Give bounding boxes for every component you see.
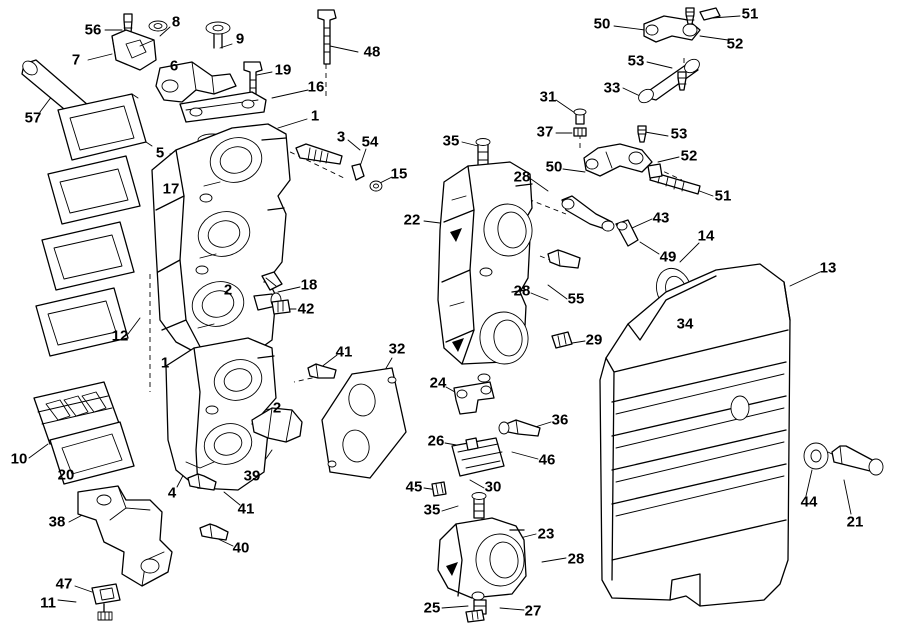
callout-56: 56 [84, 21, 102, 39]
callout-34: 34 [676, 315, 694, 333]
callout-33: 33 [603, 79, 621, 97]
part-22-throttle-body [437, 161, 533, 383]
callout-54: 54 [361, 133, 379, 151]
part-20-gasket [49, 421, 135, 485]
callout-1-upper: 1 [310, 107, 320, 125]
callout-36: 36 [551, 411, 569, 429]
part-47-clamp [91, 583, 121, 621]
callout-32: 32 [388, 340, 406, 358]
callout-47: 47 [55, 575, 73, 593]
callout-41-lower: 41 [237, 500, 255, 518]
callout-41-upper: 41 [335, 343, 353, 361]
callout-1-lower: 1 [160, 354, 170, 372]
part-24-bracket [453, 381, 495, 415]
callout-15: 15 [390, 165, 408, 183]
part-33-rod [638, 58, 700, 104]
callout-30: 30 [484, 478, 502, 496]
callout-49: 49 [659, 248, 677, 266]
callout-38: 38 [48, 513, 66, 531]
part-6-linkage [155, 61, 267, 123]
callout-50-lower: 50 [545, 158, 563, 176]
callout-55: 55 [567, 290, 585, 308]
callout-42: 42 [297, 300, 315, 318]
callout-12: 12 [111, 327, 129, 345]
callout-29: 29 [585, 331, 603, 349]
part-38-bracket [77, 485, 173, 587]
part-17-gaskets [35, 93, 153, 357]
callout-9: 9 [235, 30, 245, 48]
callout-35-lower: 35 [423, 501, 441, 519]
part-50-lever-lower [583, 125, 701, 195]
callout-37: 37 [536, 123, 554, 141]
callout-28-a: 28 [513, 168, 531, 186]
callout-40: 40 [232, 539, 250, 557]
callout-4: 4 [167, 484, 177, 502]
part-1-intake-manifold-lower [165, 337, 277, 491]
callout-53-lower: 53 [670, 125, 688, 143]
callout-48: 48 [363, 43, 381, 61]
part-1-intake-manifold-upper [151, 123, 291, 359]
callout-19: 19 [274, 61, 292, 79]
part-21-screw [831, 445, 884, 476]
fasteners-center-left [187, 143, 383, 541]
part-26-30-46-block [451, 437, 505, 477]
part-13-air-silencer-cover [599, 263, 791, 607]
fasteners-center [547, 195, 639, 349]
callout-17: 17 [162, 180, 180, 198]
callout-25: 25 [423, 599, 441, 617]
callout-13: 13 [819, 259, 837, 277]
callout-16: 16 [307, 78, 325, 96]
callout-51-lower: 51 [714, 187, 732, 205]
callout-44: 44 [800, 493, 818, 511]
callout-28-c: 28 [567, 550, 585, 568]
callout-23: 23 [537, 525, 555, 543]
callout-14: 14 [697, 227, 715, 245]
callout-31: 31 [539, 88, 557, 106]
callout-20: 20 [57, 466, 75, 484]
callout-45: 45 [405, 478, 423, 496]
callout-52-lower: 52 [680, 147, 698, 165]
callout-39: 39 [243, 467, 261, 485]
callout-43: 43 [652, 209, 670, 227]
callout-3: 3 [336, 128, 346, 146]
callout-35-upper: 35 [442, 132, 460, 150]
part-44-grommet [803, 442, 829, 470]
part-32-gasket [321, 367, 407, 479]
callout-28-b: 28 [513, 282, 531, 300]
callout-7: 7 [71, 51, 81, 69]
callout-27: 27 [524, 602, 542, 620]
part-50-lever-upper [643, 7, 721, 43]
callout-46: 46 [538, 451, 556, 469]
callout-21: 21 [846, 513, 864, 531]
part-35-stud-upper [475, 138, 491, 169]
part-36-bolt [498, 419, 541, 437]
part-35-stud-lower [471, 492, 487, 519]
part-39-hose [251, 407, 303, 443]
callout-2-lower: 2 [272, 399, 282, 417]
part-23-throttle-body [437, 517, 527, 623]
callout-22: 22 [403, 211, 421, 229]
callout-53-upper: 53 [627, 52, 645, 70]
callout-11: 11 [40, 594, 56, 612]
callout-10: 10 [10, 450, 28, 468]
callout-18: 18 [300, 276, 318, 294]
part-45-nut [431, 481, 447, 497]
callout-6: 6 [169, 57, 179, 75]
callout-51-upper: 51 [741, 5, 759, 23]
part-31-37-stud [573, 108, 587, 137]
callout-5: 5 [155, 144, 165, 162]
callout-8: 8 [171, 13, 181, 31]
callout-57: 57 [24, 109, 42, 127]
callout-24: 24 [429, 374, 447, 392]
callout-26: 26 [427, 432, 445, 450]
callout-2-upper: 2 [223, 281, 233, 299]
callout-52-upper: 52 [726, 35, 744, 53]
callout-50-upper: 50 [593, 15, 611, 33]
